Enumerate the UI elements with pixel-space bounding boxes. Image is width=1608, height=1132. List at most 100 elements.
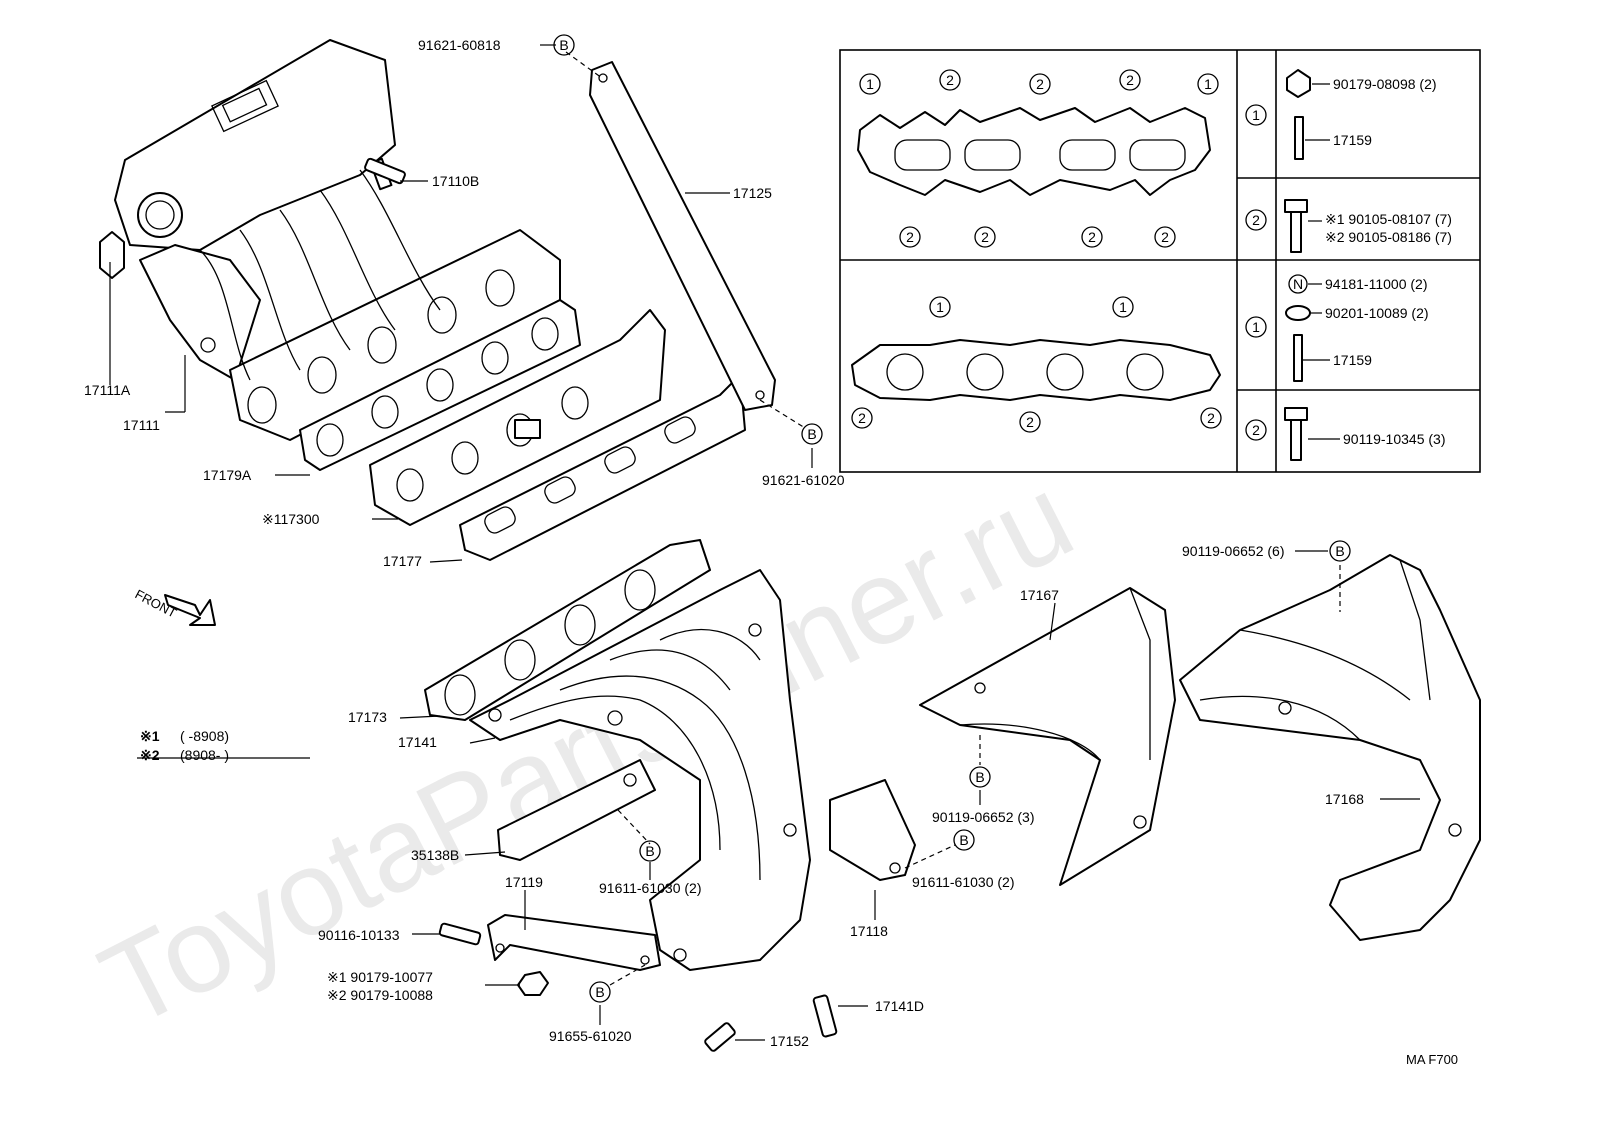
gasket-mark-2c: 2 — [1119, 69, 1141, 91]
callout-b-7: B — [589, 981, 611, 1003]
label-91611-61030-a: 91611-61030 (2) — [599, 880, 701, 896]
legend-key-row3: 1 — [1245, 316, 1267, 338]
svg-text:B: B — [975, 769, 984, 785]
svg-text:B: B — [645, 843, 654, 859]
legend-94181-11000: 94181-11000 (2) — [1325, 276, 1427, 292]
label-35138B: 35138B — [411, 847, 459, 863]
part-labels: 91621-60818 17110B 17125 17111A 17111 17… — [84, 37, 1458, 1067]
stud-17141D — [812, 994, 838, 1038]
svg-text:B: B — [1335, 543, 1344, 559]
insulator-17118 — [829, 779, 916, 881]
leader-lines — [109, 44, 1420, 1041]
gasket-mark-2h: 2 — [851, 407, 873, 429]
svg-text:2: 2 — [1088, 229, 1096, 245]
legend-90179-08098: 90179-08098 (2) — [1333, 76, 1437, 92]
label-90119-06652-3: 90119-06652 (3) — [932, 809, 1034, 825]
callout-b-6: B — [953, 829, 975, 851]
gasket-mark-2f: 2 — [1081, 226, 1103, 248]
exhaust-gasket-17173 — [424, 539, 711, 721]
gasket-mark-1d: 1 — [1112, 296, 1134, 318]
svg-text:1: 1 — [936, 299, 944, 315]
label-91621-60818: 91621-60818 — [418, 37, 501, 53]
label-17110B: 17110B — [432, 173, 479, 189]
svg-text:( -8908): ( -8908) — [180, 728, 229, 744]
legend-key-row2: 2 — [1245, 209, 1267, 231]
label-17111: 17111 — [123, 417, 160, 433]
label-17300: ※117300 — [262, 511, 320, 527]
nut-90179-10077 — [517, 971, 549, 996]
label-17179A: 17179A — [203, 467, 252, 483]
stud-17110B — [364, 157, 406, 185]
svg-text:B: B — [807, 426, 816, 442]
svg-text:(8908- ): (8908- ) — [180, 747, 229, 763]
label-91655-61020: 91655-61020 — [549, 1028, 632, 1044]
svg-text:2: 2 — [946, 72, 954, 88]
label-90179-10077: ※1 90179-10077 — [327, 969, 433, 985]
svg-text:B: B — [559, 37, 568, 53]
insulator-17168 — [1179, 554, 1481, 941]
svg-text:2: 2 — [1126, 72, 1134, 88]
label-17141: 17141 — [398, 734, 437, 750]
svg-text:2: 2 — [1036, 76, 1044, 92]
legend-17159-b: 17159 — [1333, 352, 1372, 368]
gasket-mark-2e: 2 — [974, 226, 996, 248]
washer-icon — [1285, 305, 1311, 321]
manifold-stay-17125 — [589, 61, 776, 411]
callout-b-2: B — [801, 423, 823, 445]
watermark: ToyotaPartsMiner.ru — [81, 449, 1093, 1053]
gasket-mark-2d: 2 — [899, 226, 921, 248]
legend-key-row4: 2 — [1245, 419, 1267, 441]
svg-text:※1: ※1 — [140, 728, 160, 744]
intake-manifold-illustration — [99, 39, 561, 441]
stud-90116-10133 — [438, 922, 482, 946]
front-arrow: FRONT — [133, 586, 216, 626]
svg-text:1: 1 — [1204, 76, 1212, 92]
gasket-mark-2a: 2 — [939, 69, 961, 91]
bolt-head-icon — [1284, 199, 1308, 213]
stud-17152 — [704, 1022, 736, 1052]
gasket-mark-2b: 2 — [1029, 73, 1051, 95]
svg-text:2: 2 — [1026, 414, 1034, 430]
bolt-shank-icon-2 — [1290, 419, 1302, 461]
svg-text:2: 2 — [1252, 422, 1260, 438]
label-17152: 17152 — [770, 1033, 809, 1049]
svg-text:N: N — [1293, 276, 1303, 292]
bolt-head-icon-2 — [1284, 407, 1308, 421]
label-90119-06652-6: 90119-06652 (6) — [1182, 543, 1284, 559]
stud-icon — [1294, 116, 1304, 160]
svg-text:2: 2 — [1252, 212, 1260, 228]
stud-icon-2 — [1293, 334, 1303, 382]
label-17119: 17119 — [505, 874, 543, 890]
callout-b-5: B — [639, 840, 661, 862]
svg-text:1: 1 — [1119, 299, 1127, 315]
label-17177: 17177 — [383, 553, 422, 569]
legend-key-row1: 1 — [1245, 104, 1267, 126]
legend-90105-08186: ※2 90105-08186 (7) — [1325, 229, 1452, 245]
svg-text:※2: ※2 — [140, 747, 160, 763]
legend-90105-08107: ※1 90105-08107 (7) — [1325, 211, 1452, 227]
label-90116-10133: 90116-10133 — [318, 927, 400, 943]
applicability-notes: ※1 ( -8908) ※2 (8908- ) — [140, 728, 229, 763]
label-91611-61030-b: 91611-61030 (2) — [912, 874, 1014, 890]
svg-text:1: 1 — [866, 76, 874, 92]
bolt-shank-icon — [1290, 211, 1302, 253]
label-17167: 17167 — [1020, 587, 1059, 603]
legend-90119-10345: 90119-10345 (3) — [1343, 431, 1445, 447]
callout-b-1: B — [553, 34, 575, 56]
gasket-mark-1c: 1 — [929, 296, 951, 318]
gasket-mark-1b: 1 — [1197, 73, 1219, 95]
throttle-body-17300 — [369, 309, 666, 526]
bracket-35138B — [497, 759, 656, 861]
svg-text:B: B — [595, 984, 604, 1000]
callout-b-4: B — [969, 766, 991, 788]
gasket-legend-table: 1 2 2 2 1 2 2 2 2 1 1 2 2 2 1 2 1 2 N — [839, 49, 1481, 473]
legend-90201-10089: 90201-10089 (2) — [1325, 305, 1429, 321]
svg-text:2: 2 — [906, 229, 914, 245]
label-17141D: 17141D — [875, 998, 924, 1014]
nut-icon — [1286, 69, 1311, 98]
label-90179-10088: ※2 90179-10088 — [327, 987, 433, 1003]
label-17118: 17118 — [850, 923, 888, 939]
gasket-17179A — [299, 299, 581, 471]
gasket-mark-2g: 2 — [1154, 226, 1176, 248]
